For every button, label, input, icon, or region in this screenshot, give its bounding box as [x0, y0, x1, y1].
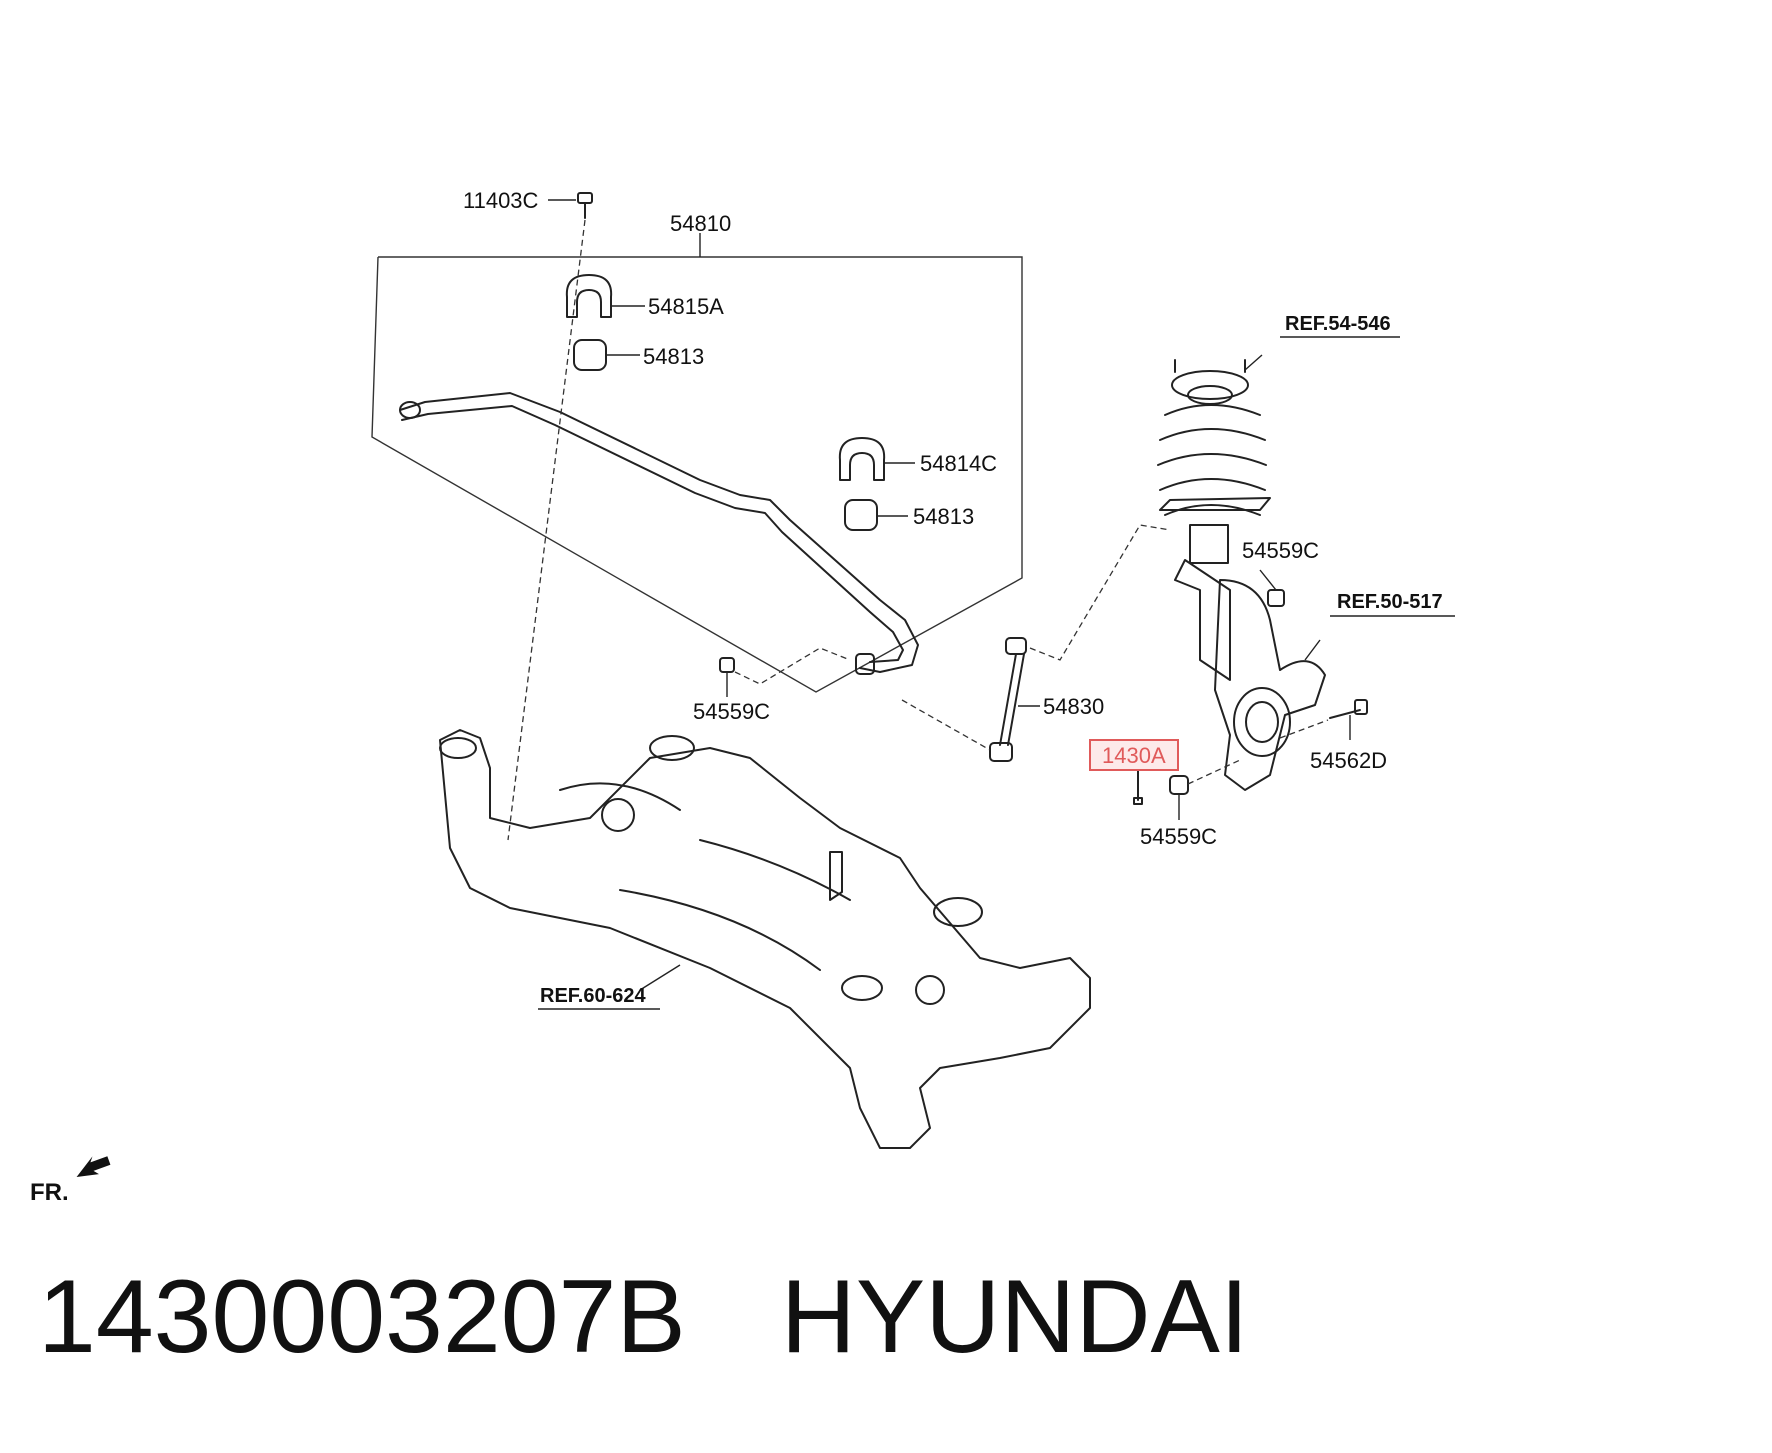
label-54815a: 54815A: [648, 294, 724, 319]
stabilizer-bar-frame: [371, 233, 1023, 693]
ref-54-546: REF.54-546: [1285, 313, 1391, 335]
label-54559c-bar: 54559C: [693, 699, 770, 724]
label-54813-top: 54813: [643, 344, 704, 369]
label-54810: 54810: [670, 211, 731, 236]
bolt-54562d: [1279, 699, 1368, 740]
front-direction-arrow-icon: [76, 1156, 111, 1178]
bushing-54813-bottom: [844, 499, 908, 531]
label-54813-bottom: 54813: [913, 504, 974, 529]
stabilizer-link-54830: [901, 524, 1171, 762]
nut-54559c-bar: [719, 647, 851, 697]
label-54562d: 54562D: [1310, 748, 1387, 773]
label-54559c-knuckle: 54559C: [1140, 824, 1217, 849]
steering-knuckle: [1214, 579, 1326, 791]
stabilizer-bar: [399, 392, 919, 675]
nut-54559c-strut: [1259, 569, 1285, 607]
nut-54559c-knuckle: [1169, 759, 1241, 820]
brand-name: HYUNDAI: [780, 1259, 1249, 1375]
label-11403c: 11403C: [463, 188, 539, 213]
label-54830: 54830: [1043, 694, 1104, 719]
label-54559c-strut: 54559C: [1242, 538, 1319, 563]
bolt-11403c: [507, 192, 593, 841]
label-54814c: 54814C: [920, 451, 997, 476]
bushing-54813-top: [573, 339, 640, 371]
direction-label: FR.: [30, 1179, 69, 1206]
label-1430a-highlighted: 1430A: [1102, 743, 1166, 768]
part-number: 1430003207B: [38, 1259, 686, 1375]
bracket-54814c: [838, 437, 915, 481]
bracket-54815a: [565, 274, 645, 318]
strut-assembly: [1157, 354, 1271, 681]
ref-50-517: REF.50-517: [1337, 591, 1443, 613]
ref-60-624: REF.60-624: [540, 985, 646, 1007]
subframe-crossmember: [439, 729, 1091, 1149]
pin-1430a: [1089, 739, 1179, 805]
